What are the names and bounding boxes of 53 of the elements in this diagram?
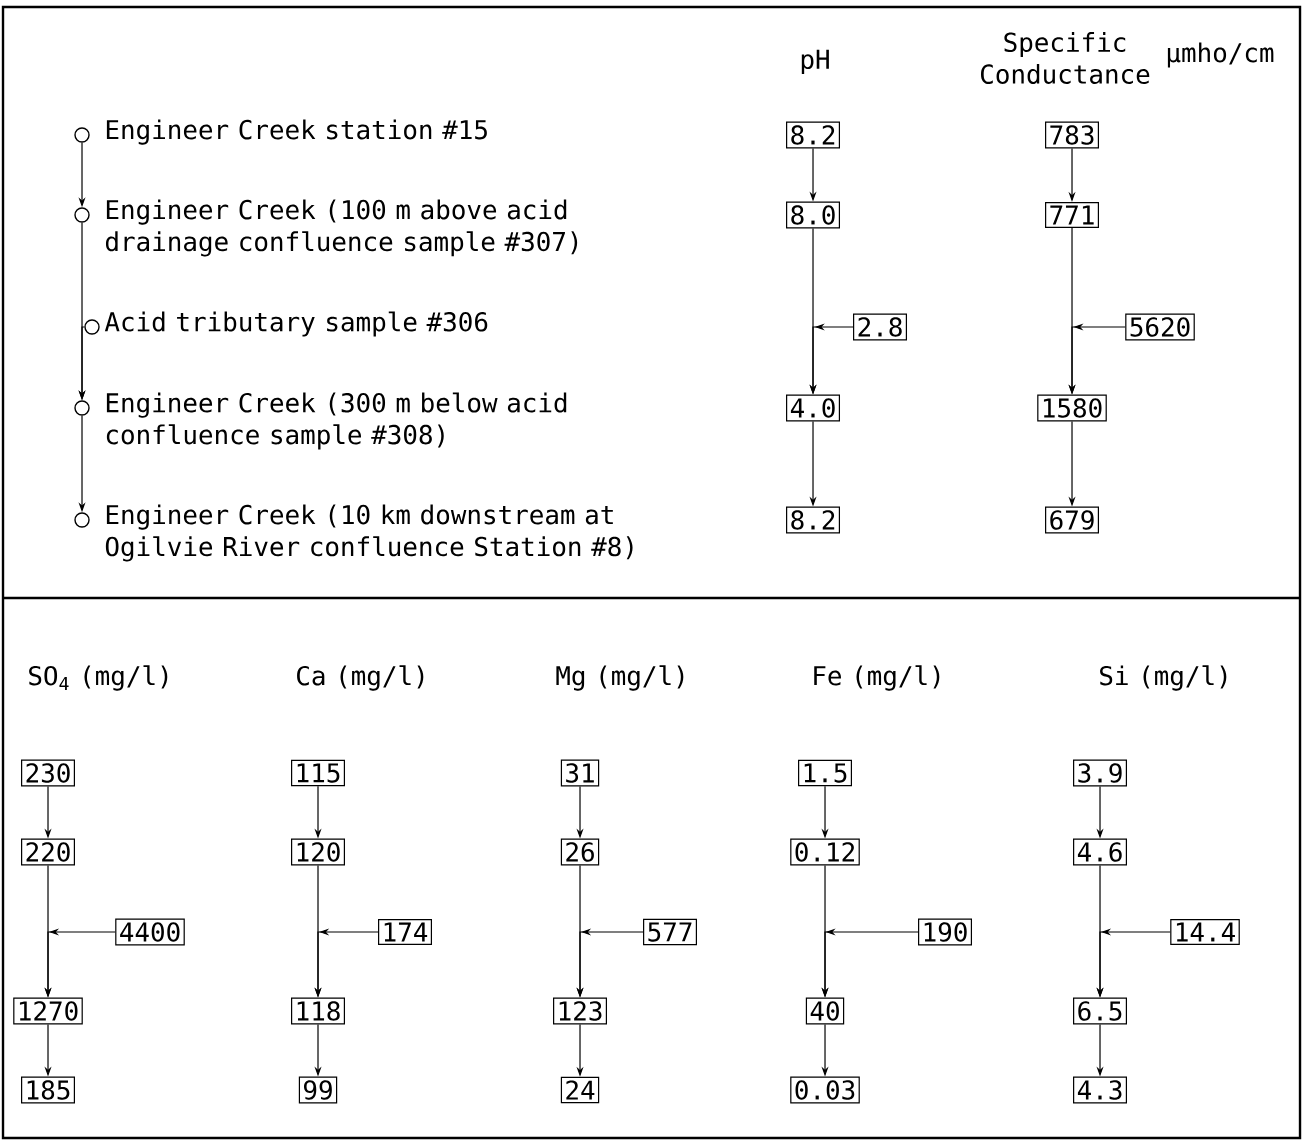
- station-circle: [74, 512, 90, 528]
- value-box: 679: [1045, 506, 1099, 534]
- value-box: 123: [553, 997, 607, 1025]
- value-box: 4400: [115, 918, 185, 946]
- column-heading: µmho/cm: [1167, 42, 1274, 68]
- station-circle: [84, 319, 100, 335]
- station-label: Engineer Creek (10 km downstream at Ogilvie River confluence Station #8): [105, 504, 633, 562]
- value-box: 0.03: [790, 1076, 860, 1104]
- column-heading: Si (mg/l): [1100, 665, 1227, 691]
- value-box: 8.2: [786, 121, 840, 149]
- value-box: 31: [560, 759, 600, 787]
- value-box: 0.12: [790, 838, 860, 866]
- column-heading: pH: [801, 49, 829, 75]
- value-box: 577: [643, 918, 697, 946]
- station-label: Engineer Creek (300 m below acid confluence sample #308): [106, 392, 567, 450]
- value-box: 4.3: [1073, 1076, 1127, 1104]
- station-label: Engineer Creek station #15: [106, 119, 487, 145]
- value-box: 14.4: [1170, 918, 1240, 946]
- value-box: 26: [560, 838, 600, 866]
- value-box: 190: [918, 918, 972, 946]
- value-box: 115: [291, 759, 345, 787]
- value-box: 120: [291, 838, 345, 866]
- value-box: 185: [21, 1076, 75, 1104]
- value-box: 4.6: [1073, 838, 1127, 866]
- column-heading: Fe (mg/l): [814, 665, 940, 691]
- value-box: 5620: [1125, 313, 1195, 341]
- value-box: 8.0: [786, 201, 840, 229]
- value-box: 1270: [13, 997, 83, 1025]
- column-heading: Mg (mg/l): [556, 665, 684, 691]
- value-box: 230: [21, 759, 75, 787]
- value-box: 771: [1045, 201, 1099, 229]
- value-box: 1.5: [798, 759, 852, 787]
- column-heading: Ca (mg/l): [297, 665, 424, 691]
- value-box: 99: [298, 1076, 338, 1104]
- value-box: 2.8: [853, 313, 907, 341]
- value-box: 4.0: [786, 394, 840, 422]
- column-heading: Specific Conductance: [981, 32, 1150, 84]
- value-box: 220: [21, 838, 75, 866]
- value-box: 174: [378, 918, 432, 946]
- value-box: 6.5: [1073, 997, 1127, 1025]
- value-box: 24: [560, 1076, 600, 1104]
- station-label: Engineer Creek (100 m above acid drainage confluence sample #307): [105, 199, 578, 257]
- column-heading: SO$_{4}$ (mg/l): [29, 665, 168, 691]
- value-box: 8.2: [786, 506, 840, 534]
- station-circle: [74, 127, 90, 143]
- station-circle: [74, 207, 90, 223]
- value-box: 3.9: [1073, 759, 1127, 787]
- station-label: Acid tributary sample #306: [104, 311, 488, 337]
- value-box: 783: [1045, 121, 1099, 149]
- value-box: 40: [805, 997, 845, 1025]
- value-box: 1580: [1037, 394, 1107, 422]
- value-box: 118: [291, 997, 345, 1025]
- station-circle: [74, 400, 90, 416]
